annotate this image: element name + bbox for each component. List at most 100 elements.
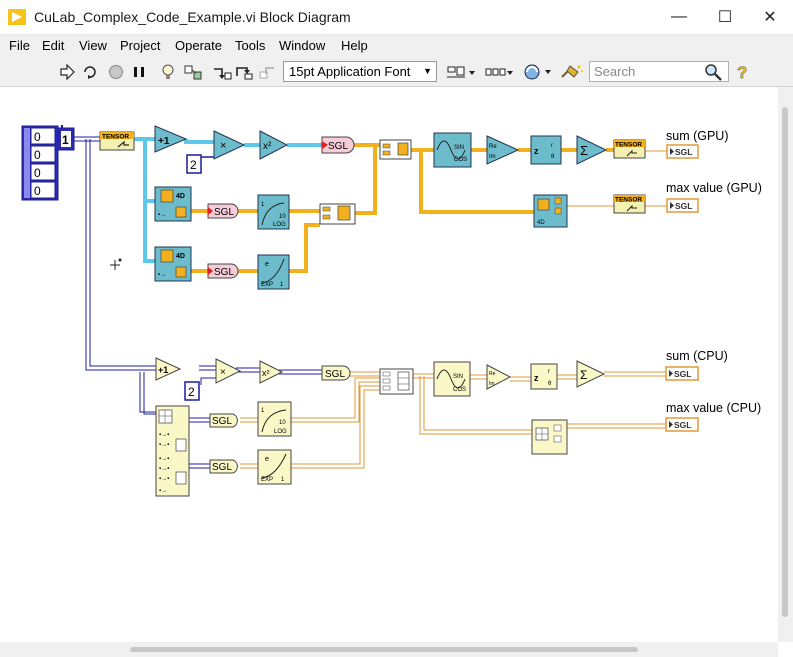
menu-tools[interactable]: Tools xyxy=(235,38,266,53)
block-diagram-canvas[interactable]: 0 0 0 0 1 TENSOR +1 2 × x² SGL xyxy=(0,87,778,642)
cpu-square-node[interactable]: x² xyxy=(259,360,284,384)
cpu-to-sgl-node-3[interactable]: SGL xyxy=(209,459,238,474)
gpu-to-sgl-node[interactable]: SGL xyxy=(321,136,355,154)
gpu-exp-base: e xyxy=(265,261,269,268)
retain-wire-values-button[interactable] xyxy=(184,62,204,82)
cpu-max-indicator[interactable]: SGL xyxy=(665,417,699,432)
gpu-const-2-value: 2 xyxy=(190,158,197,172)
search-input[interactable]: Search xyxy=(589,61,729,82)
gpu-log-label: LOG xyxy=(273,222,286,228)
cpu-to-sgl-node[interactable]: SGL xyxy=(321,365,351,381)
cpu-multiply-label: × xyxy=(220,367,226,378)
cpu-exp-node[interactable]: e EXP 1 xyxy=(257,449,292,485)
cpu-const-2[interactable]: 2 xyxy=(184,381,200,401)
gpu-reshape-node-1[interactable]: 4D ▪→ xyxy=(154,186,192,222)
svg-text:r: r xyxy=(548,369,550,375)
cpu-build-array-node[interactable] xyxy=(379,368,414,395)
cpu-to-sgl-node-2[interactable]: SGL xyxy=(209,413,238,428)
cpu-polar-node[interactable]: Re Im xyxy=(486,364,512,390)
cpu-complex-node[interactable]: z r θ xyxy=(530,363,558,390)
reorder-button[interactable] xyxy=(523,62,553,82)
svg-text:▪→: ▪→ xyxy=(158,272,166,278)
menu-operate[interactable]: Operate xyxy=(175,38,222,53)
gpu-const-2[interactable]: 2 xyxy=(186,154,202,174)
svg-text:▪→▪: ▪→▪ xyxy=(159,456,169,462)
gpu-max-label: 4D xyxy=(537,220,545,226)
gpu-tensor-read-sum-node[interactable]: TENSOR xyxy=(613,139,646,159)
step-into-button[interactable] xyxy=(212,62,232,82)
run-button[interactable] xyxy=(57,62,77,82)
retain-wire-values-icon xyxy=(184,65,202,80)
gpu-increment-node[interactable]: +1 xyxy=(154,125,188,153)
cpu-max-node[interactable] xyxy=(531,419,568,455)
pause-button[interactable] xyxy=(129,62,149,82)
tensor-create-node[interactable]: TENSOR xyxy=(99,131,135,151)
cpu-log-node[interactable]: 10 LOG 1 xyxy=(257,401,292,437)
gpu-max-indicator[interactable]: SGL xyxy=(666,198,699,213)
menu-edit[interactable]: Edit xyxy=(42,38,65,53)
maximize-button[interactable]: ☐ xyxy=(702,0,748,34)
menu-help[interactable]: Help xyxy=(341,38,368,53)
menu-view[interactable]: View xyxy=(79,38,107,53)
cleanup-icon xyxy=(561,65,583,78)
menu-file[interactable]: File xyxy=(9,38,30,53)
cpu-sum-indicator-type: SGL xyxy=(674,369,691,379)
gpu-to-sgl-node-2[interactable]: SGL xyxy=(207,203,239,219)
gpu-max-node[interactable]: 4D xyxy=(533,194,568,228)
minimize-button[interactable]: — xyxy=(656,0,702,34)
gpu-sincos-node[interactable]: SIN COS xyxy=(433,132,472,168)
run-continuously-button[interactable] xyxy=(80,62,100,82)
svg-text:θ: θ xyxy=(551,154,555,160)
abort-button[interactable] xyxy=(106,62,126,82)
cleanup-diagram-button[interactable] xyxy=(560,62,586,82)
step-out-button[interactable] xyxy=(258,62,278,82)
context-help-button[interactable]: ? xyxy=(733,62,753,82)
menu-window[interactable]: Window xyxy=(279,38,326,53)
distribute-objects-button[interactable] xyxy=(485,62,515,82)
array-index-constant[interactable]: 1 xyxy=(57,127,75,151)
cpu-sincos-node[interactable]: SIN COS xyxy=(433,361,471,397)
font-selector[interactable]: 15pt Application Font ▼ xyxy=(283,61,437,82)
gpu-build-array-node-2[interactable] xyxy=(319,203,356,225)
step-over-button[interactable] xyxy=(235,62,255,82)
svg-text:▪→▪: ▪→▪ xyxy=(159,442,169,448)
gpu-log-node[interactable]: 10 LOG 1 xyxy=(257,194,290,230)
gpu-sum-node[interactable]: Σ xyxy=(576,135,608,165)
gpu-complex-node[interactable]: z r θ xyxy=(530,135,562,165)
gpu-polar-node[interactable]: Re Im xyxy=(486,135,520,165)
cpu-to-sgl-2-label: SGL xyxy=(212,416,232,427)
cpu-sum-node[interactable]: Σ xyxy=(576,360,606,388)
step-into-icon xyxy=(214,68,232,80)
cpu-increment-label: +1 xyxy=(158,365,168,375)
menu-project[interactable]: Project xyxy=(120,38,161,53)
vertical-scroll-thumb[interactable] xyxy=(782,107,788,617)
gpu-increment-label: +1 xyxy=(158,136,170,147)
horizontal-scroll-thumb[interactable] xyxy=(130,647,638,652)
orange-wires-cpu xyxy=(240,371,666,469)
vertical-scrollbar[interactable] xyxy=(778,87,793,642)
gpu-reshape-node-2[interactable]: 4D ▪→ xyxy=(154,246,192,282)
highlight-execution-button[interactable] xyxy=(158,62,178,82)
cpu-multiply-node[interactable]: × xyxy=(215,358,242,384)
gpu-sum-indicator[interactable]: SGL xyxy=(666,144,699,159)
run-arrow-icon xyxy=(60,64,75,80)
horizontal-scrollbar[interactable] xyxy=(0,642,778,657)
cpu-reshape-node[interactable]: ▪→▪ ▪→▪ ▪→▪ ▪→▪ ▪→▪ ▪→ xyxy=(155,405,190,497)
cpu-sum-indicator[interactable]: SGL xyxy=(665,366,699,381)
search-button[interactable] xyxy=(703,62,723,82)
gpu-to-sgl-node-3[interactable]: SGL xyxy=(207,263,239,279)
gpu-to-sgl-3-label: SGL xyxy=(214,267,234,278)
svg-text:Im: Im xyxy=(489,154,496,160)
chevron-down-icon: ▼ xyxy=(423,66,432,76)
cpu-increment-node[interactable]: +1 xyxy=(155,357,182,381)
array-constant[interactable]: 0 0 0 0 xyxy=(21,125,59,201)
gpu-multiply-node[interactable]: × xyxy=(213,130,246,160)
gpu-exp-node[interactable]: e EXP 1 xyxy=(257,254,290,290)
gpu-square-node[interactable]: x² xyxy=(259,130,289,160)
gpu-tensor-read-max-node[interactable]: TENSOR xyxy=(613,194,646,214)
gpu-build-array-node[interactable] xyxy=(379,139,412,160)
align-objects-button[interactable] xyxy=(447,62,477,82)
gpu-tensor-read-max-label: TENSOR xyxy=(615,197,642,204)
close-button[interactable]: ✕ xyxy=(747,0,793,34)
help-icon: ? xyxy=(737,63,748,81)
